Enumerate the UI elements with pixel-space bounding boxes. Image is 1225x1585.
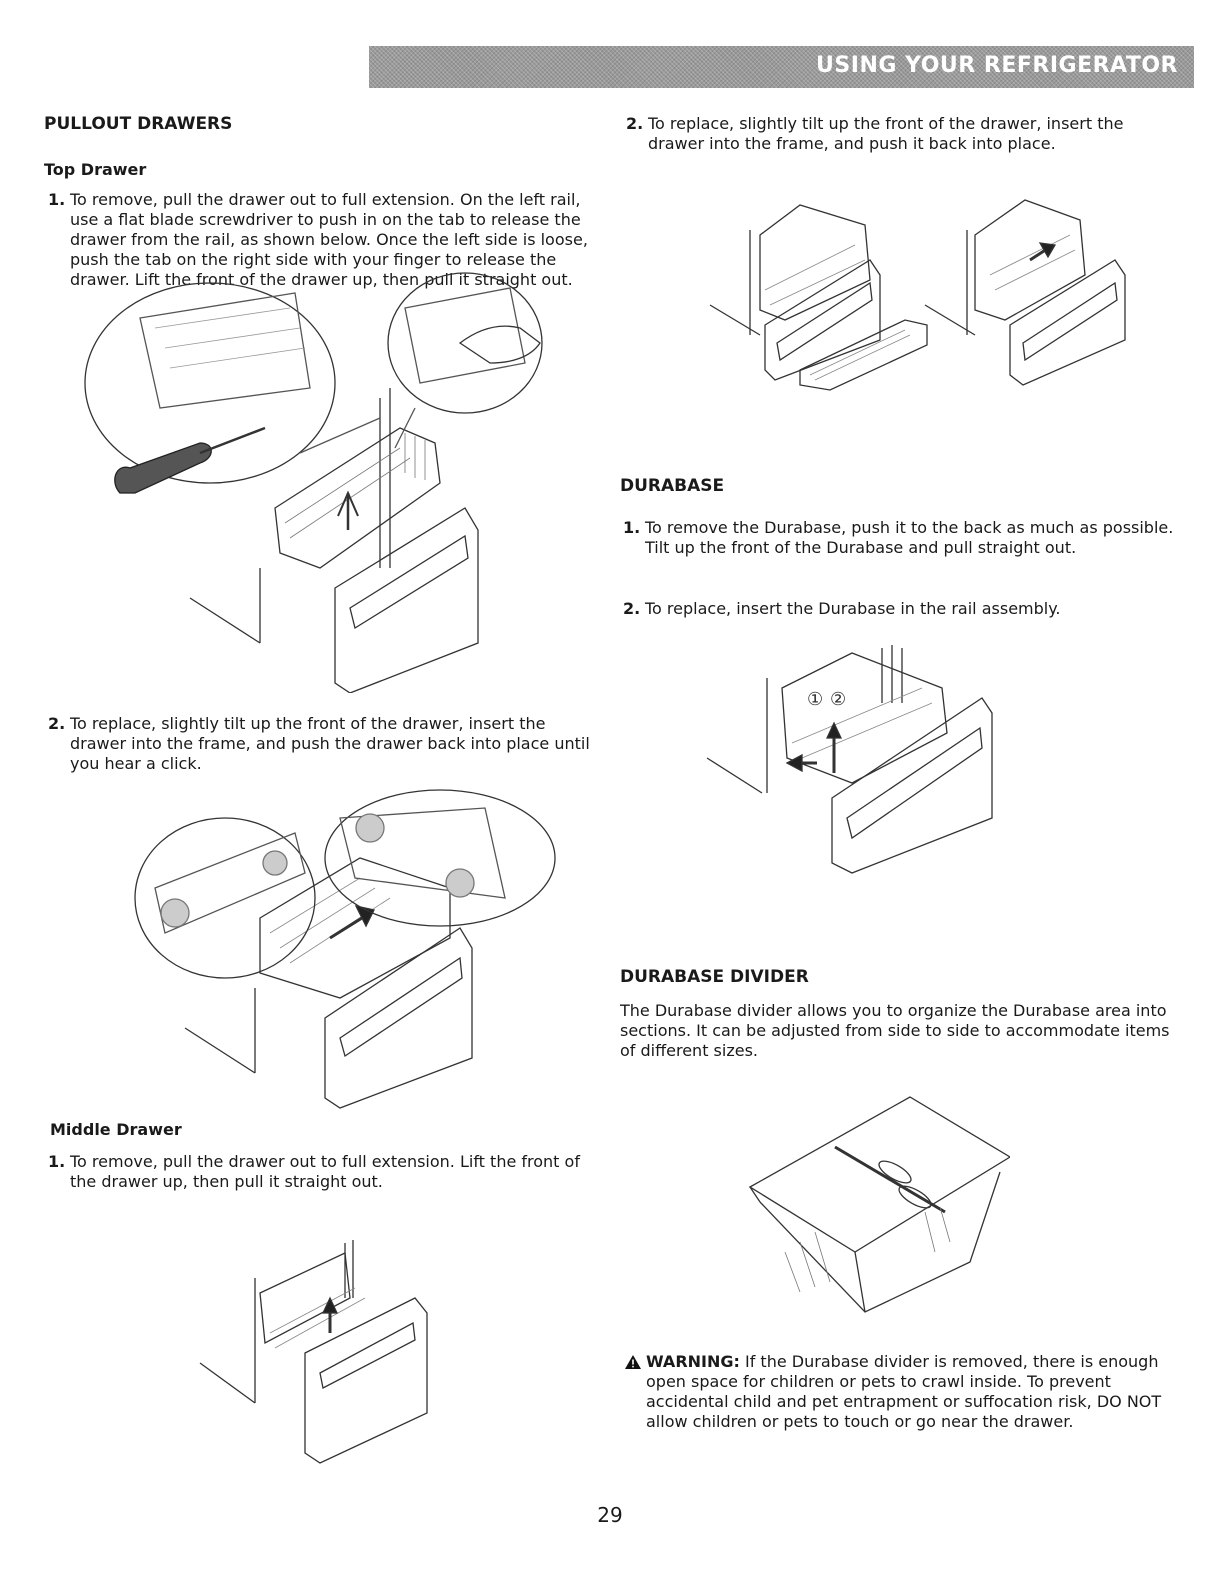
- durabase-divider-illustration: [745, 1092, 1010, 1327]
- warning-notice: WARNING: If the Durabase divider is remo…: [624, 1352, 1179, 1432]
- section-title-durabase: DURABASE: [620, 476, 725, 496]
- subsection-title-middle-drawer: Middle Drawer: [50, 1120, 182, 1139]
- middle-drawer-replace-illustration: [705, 195, 1145, 420]
- divider-description: The Durabase divider allows you to organ…: [620, 1001, 1170, 1060]
- step-text: To replace, insert the Durabase in the r…: [645, 599, 1061, 618]
- middle-drawer-step-1: 1. To remove, pull the drawer out to ful…: [48, 1152, 598, 1192]
- step-text: To remove the Durabase, push it to the b…: [645, 518, 1174, 557]
- step-number: 1.: [48, 190, 66, 209]
- warning-body: WARNING: If the Durabase divider is remo…: [646, 1352, 1179, 1432]
- warning-triangle-icon: [624, 1354, 646, 1432]
- step-number: 1.: [623, 518, 641, 537]
- page-number: 29: [597, 1503, 623, 1527]
- warning-label: WARNING:: [646, 1352, 740, 1371]
- durabase-step-2: 2. To replace, insert the Durabase in th…: [623, 599, 1178, 619]
- section-title-durabase-divider: DURABASE DIVIDER: [620, 967, 809, 987]
- top-drawer-step-2: 2. To replace, slightly tilt up the fron…: [48, 714, 598, 774]
- step-text: To remove, pull the drawer out to full e…: [70, 190, 588, 289]
- durabase-step-1: 1. To remove the Durabase, push it to th…: [623, 518, 1178, 558]
- section-title-pullout-drawers: PULLOUT DRAWERS: [44, 114, 233, 134]
- step-number: 1.: [48, 1152, 66, 1171]
- top-drawer-step-1: 1. To remove, pull the drawer out to ful…: [48, 190, 598, 290]
- step-text: To remove, pull the drawer out to full e…: [70, 1152, 580, 1191]
- top-drawer-replace-illustration: [130, 788, 570, 1118]
- header-title: USING YOUR REFRIGERATOR: [816, 53, 1178, 78]
- middle-drawer-removal-illustration: [195, 1238, 440, 1468]
- top-drawer-removal-illustration: [80, 268, 550, 693]
- callout-1: ①: [807, 689, 823, 710]
- durabase-removal-illustration: ① ②: [702, 643, 997, 878]
- step-number: 2.: [48, 714, 66, 733]
- subsection-title-top-drawer: Top Drawer: [44, 160, 147, 179]
- step-number: 2.: [623, 599, 641, 618]
- middle-drawer-step-2: 2. To replace, slightly tilt up the fron…: [626, 114, 1176, 154]
- warning-text: If the Durabase divider is removed, ther…: [646, 1352, 1162, 1431]
- step-text: To replace, slightly tilt up the front o…: [70, 714, 590, 773]
- header-bar: USING YOUR REFRIGERATOR: [369, 46, 1194, 88]
- callout-2: ②: [830, 689, 846, 710]
- step-number: 2.: [626, 114, 644, 133]
- step-text: To replace, slightly tilt up the front o…: [648, 114, 1124, 153]
